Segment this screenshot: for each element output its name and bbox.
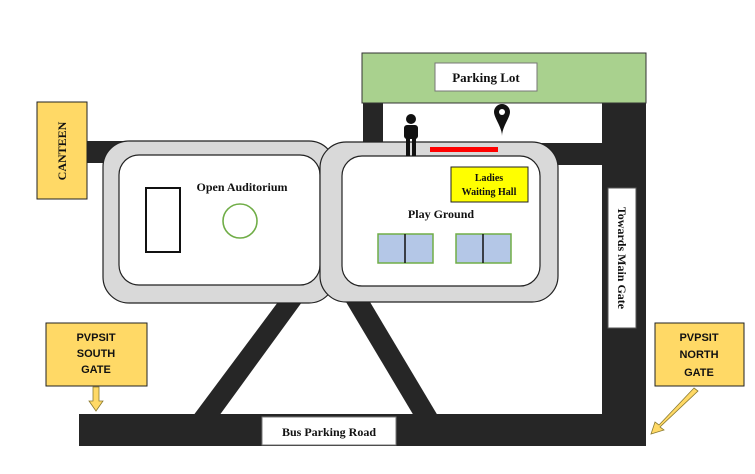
north-gate-arrow — [650, 387, 699, 435]
person-icon — [404, 114, 418, 156]
marker-line — [430, 147, 498, 152]
south-gate-label-line3: GATE — [81, 364, 111, 376]
north-gate-sign — [654, 322, 745, 387]
bus-parking-road-label: Bus Parking Road — [282, 425, 376, 439]
main-gate-sign — [607, 187, 637, 329]
north-gate-label-line1: PVPSIT — [679, 332, 718, 344]
parking-lot-label: Parking Lot — [452, 70, 520, 85]
auditorium-circle — [222, 203, 258, 239]
north-gate-label-line3: GATE — [684, 367, 714, 379]
road-diagonal-right — [346, 302, 438, 416]
north-gate-label-line2: NORTH — [679, 349, 718, 361]
road-diagonal-left — [193, 302, 302, 416]
open-auditorium-label: Open Auditorium — [196, 180, 287, 194]
ladies-hall-label-line1: Ladies — [475, 173, 503, 184]
play-ground-label: Play Ground — [408, 207, 474, 221]
south-gate-arrow — [88, 386, 104, 412]
canteen-label: CANTEEN — [55, 121, 69, 180]
canteen — [36, 101, 88, 200]
parking-lot-label-box — [434, 62, 538, 92]
location-pin-icon — [494, 104, 510, 136]
bus-parking-road-label-box — [261, 416, 397, 446]
south-gate-label-line2: SOUTH — [77, 348, 116, 360]
road-parking-left-column — [363, 100, 383, 146]
south-gate-label-line1: PVPSIT — [76, 332, 115, 344]
ladies-waiting-hall — [450, 166, 529, 203]
south-gate-sign — [45, 322, 148, 387]
auditorium-stage — [145, 187, 181, 253]
towards-main-gate-label: Towards Main Gate — [615, 207, 629, 310]
ladies-hall-label-line2: Waiting Hall — [462, 187, 517, 198]
